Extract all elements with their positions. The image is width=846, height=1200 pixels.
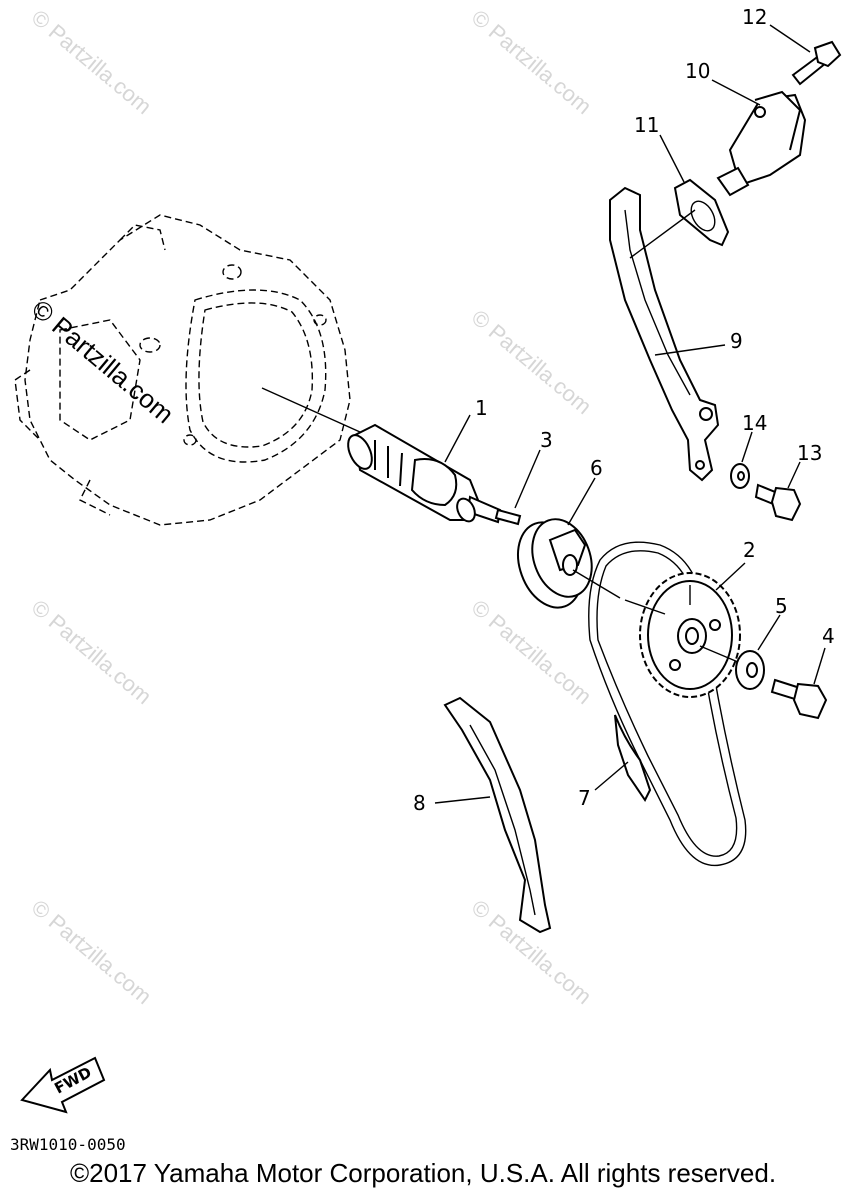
- watermark: © Partzilla.com: [27, 5, 157, 119]
- callout-1: 1: [475, 396, 488, 420]
- bolt-4-drawing: [770, 678, 828, 720]
- bolt-12-drawing: [769, 24, 842, 86]
- callout-13: 13: [797, 441, 822, 465]
- diagram-code: 3RW1010-0050: [10, 1135, 126, 1154]
- callout-6: 6: [590, 456, 603, 480]
- callout-8: 8: [413, 791, 426, 815]
- callout-7: 7: [578, 786, 591, 810]
- watermark-group: © Partzilla.com © Partzilla.com © Partzi…: [26, 5, 596, 1009]
- dowel-pin-drawing: [494, 508, 522, 526]
- bolt-13-drawing: [754, 461, 802, 522]
- callout-12: 12: [742, 5, 767, 29]
- copyright-notice: ©2017 Yamaha Motor Corporation, U.S.A. A…: [69, 1158, 777, 1188]
- watermark: © Partzilla.com: [467, 5, 597, 119]
- callout-14: 14: [742, 411, 767, 435]
- cylinder-head-drawing: [14, 214, 361, 526]
- cam-chain-drawing: [588, 541, 747, 867]
- callout-4: 4: [822, 624, 835, 648]
- washer-14-drawing: [730, 431, 753, 489]
- callout-5: 5: [775, 594, 788, 618]
- chain-guide-drawing: [434, 696, 552, 934]
- callout-11: 11: [634, 113, 659, 137]
- cam-sprocket-drawing: [624, 572, 741, 698]
- watermark: © Partzilla.com: [467, 595, 597, 709]
- watermark-main: © Partzilla.com: [26, 294, 179, 430]
- callout-2: 2: [743, 538, 756, 562]
- gasket-drawing: [629, 134, 730, 259]
- watermark: © Partzilla.com: [27, 895, 157, 1009]
- callout-group: 1 2 3 4 5 6 7 8 9 10 11 12 13 14: [413, 5, 835, 815]
- camshaft-drawing: [347, 423, 502, 524]
- fwd-arrow-icon: FWD: [20, 1056, 106, 1114]
- washer-5-drawing: [699, 645, 765, 690]
- tensioner-drawing: [711, 79, 807, 197]
- callout-3: 3: [540, 428, 553, 452]
- decompressor-drawing: [517, 518, 621, 609]
- callout-9: 9: [730, 329, 743, 353]
- watermark: © Partzilla.com: [27, 595, 157, 709]
- tensioner-arm-drawing: [609, 186, 726, 482]
- callout-10: 10: [685, 59, 710, 83]
